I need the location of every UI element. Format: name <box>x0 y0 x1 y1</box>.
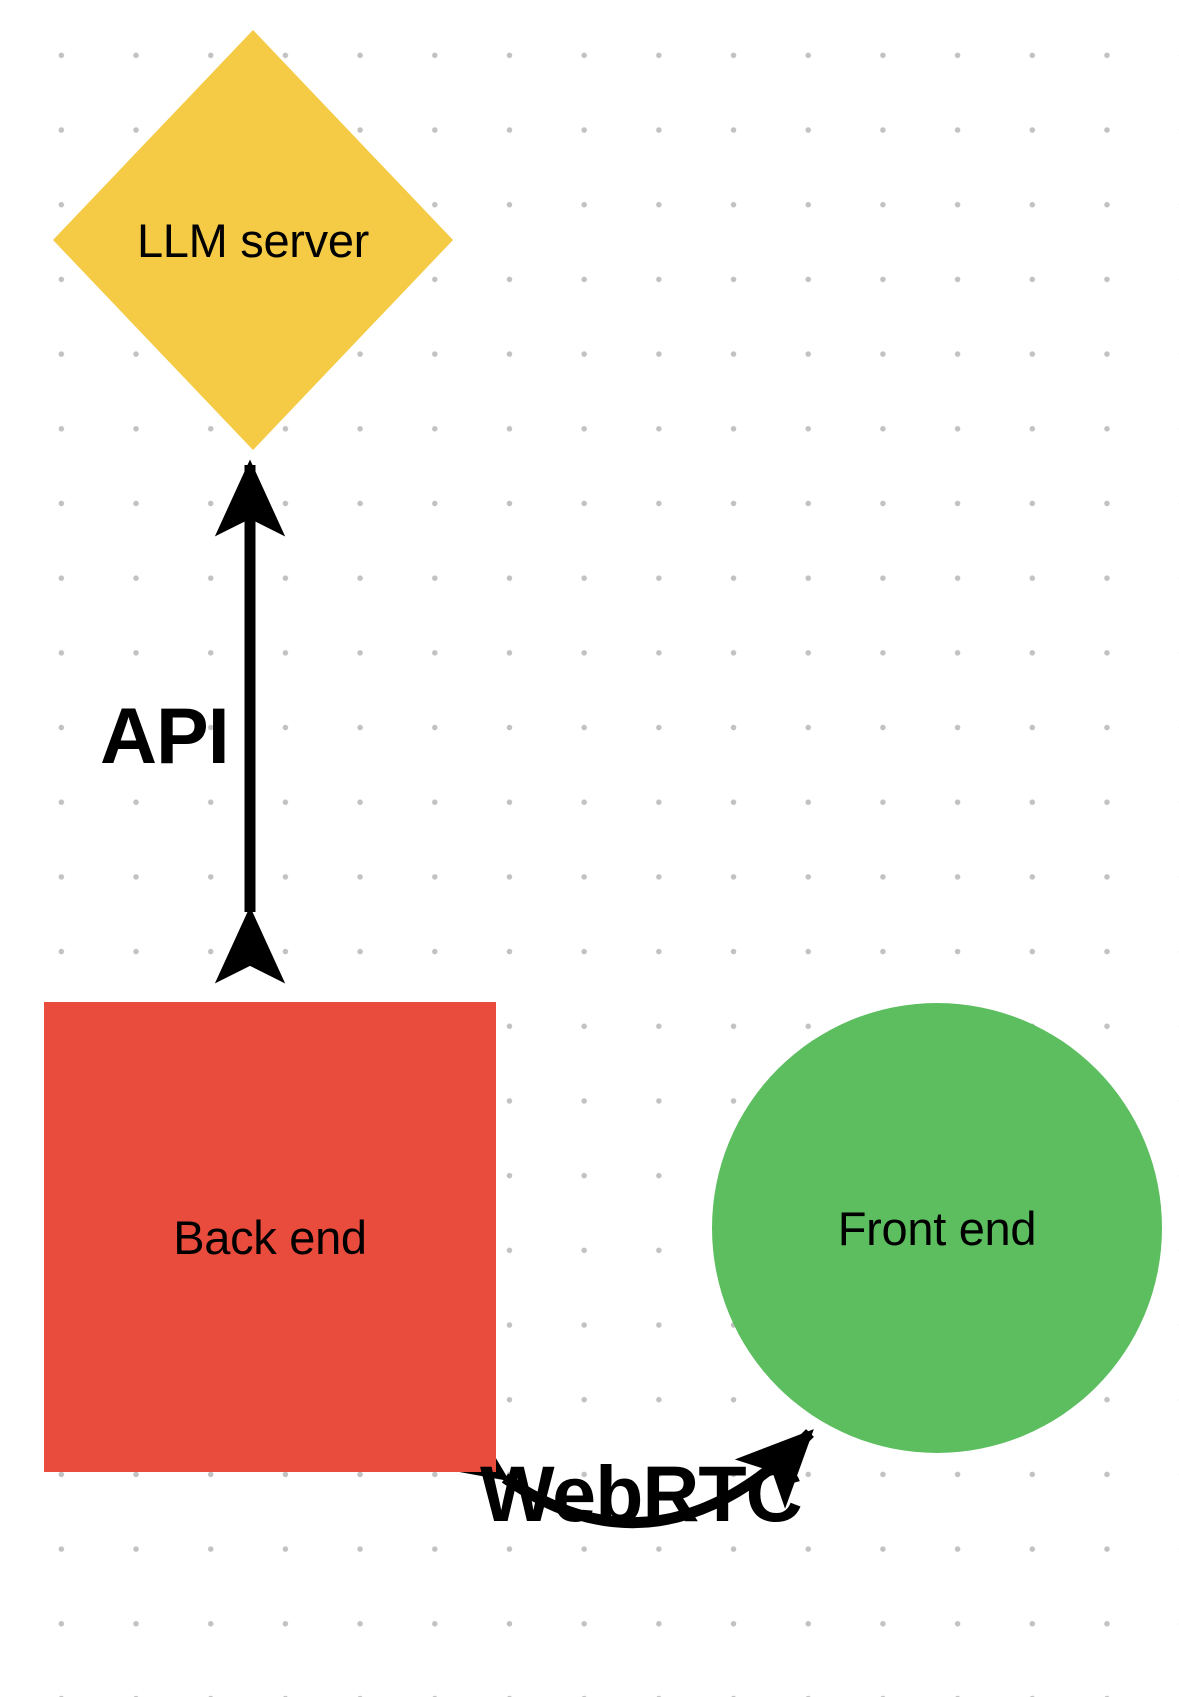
node-back-end[interactable]: Back end <box>44 1002 496 1472</box>
node-llm-server-label: LLM server <box>136 213 370 267</box>
node-back-end-label: Back end <box>173 1210 367 1264</box>
node-front-end[interactable]: Front end <box>712 1003 1162 1453</box>
edge-label-webrtc: WebRTC <box>480 1449 803 1538</box>
node-llm-server[interactable]: LLM server <box>53 30 453 450</box>
node-front-end-label: Front end <box>837 1201 1037 1255</box>
edge-label-api: API <box>100 691 230 780</box>
